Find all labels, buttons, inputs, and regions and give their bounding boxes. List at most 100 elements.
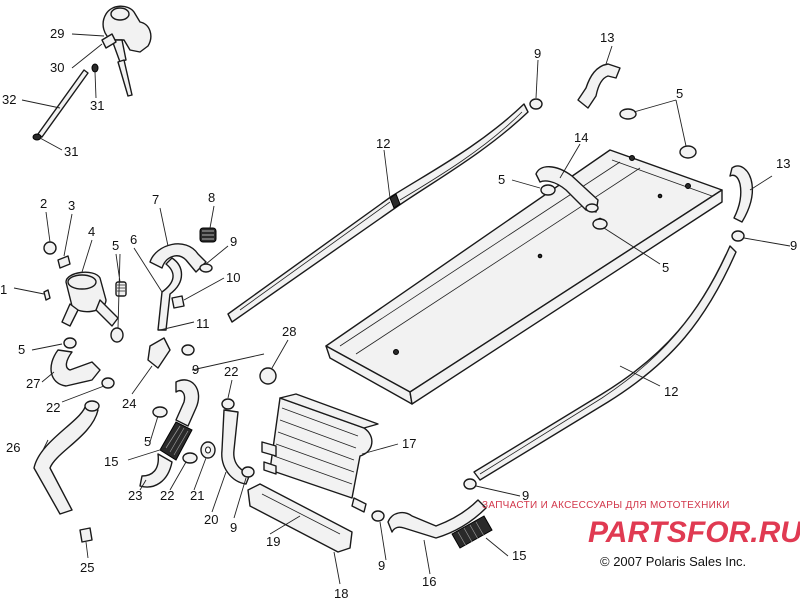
clamp-5-center-b (592, 218, 608, 230)
callout-24: 24 (122, 396, 136, 411)
callout-30: 30 (50, 60, 64, 75)
hose-16 (387, 499, 487, 539)
clamp-5-right-b (679, 145, 697, 159)
hose-27 (50, 349, 101, 387)
callout-20: 20 (204, 512, 218, 527)
callout-31: 31 (64, 144, 78, 159)
clamp-5-lower (63, 337, 77, 349)
callout-18: 18 (334, 586, 348, 601)
callout-9: 9 (522, 488, 529, 503)
clamp-9-lower-right (463, 478, 477, 490)
tunnel-panel (325, 149, 723, 405)
callout-3: 3 (68, 198, 75, 213)
callout-19: 19 (266, 534, 280, 549)
callout-17: 17 (402, 436, 416, 451)
spring-8 (199, 227, 217, 243)
cooler-12-upper (227, 103, 529, 323)
clamp-9-top (529, 98, 543, 110)
callout-2: 2 (40, 196, 47, 211)
clamp-9-right (731, 230, 745, 242)
callout-22: 22 (160, 488, 174, 503)
watermark-brand: PARTSFOR.RU (588, 516, 800, 549)
callout-8: 8 (208, 190, 215, 205)
watermark-tagline: ЗАПЧАСТИ И АКСЕССУАРЫ ДЛЯ МОТОТЕХНИКИ (482, 500, 730, 511)
callout-32: 32 (2, 92, 16, 107)
callout-11: 11 (196, 316, 210, 331)
clamp-22-right (221, 398, 235, 410)
cap-28 (259, 367, 277, 385)
clamp-31-bottom (32, 133, 42, 141)
spring-clamp-5-left (115, 281, 127, 297)
callout-5: 5 (112, 238, 119, 253)
callout-27: 27 (26, 376, 40, 391)
clamp-25 (79, 527, 93, 543)
callout-9: 9 (378, 558, 385, 573)
hose-elbow-5c (175, 379, 200, 427)
clamp-9-mid (181, 344, 195, 356)
leader-lines (13, 33, 791, 585)
callout-labels: 29 30 31 32 31 2 3 4 1 5 6 7 8 9 10 11 5… (0, 26, 797, 601)
callout-28: 28 (282, 324, 296, 339)
callout-21: 21 (190, 488, 204, 503)
callout-12: 12 (376, 136, 390, 151)
callout-31: 31 (90, 98, 104, 113)
callout-12: 12 (664, 384, 678, 399)
callout-13: 13 (776, 156, 790, 171)
callout-26: 26 (6, 440, 20, 455)
clamp-5-mid (152, 406, 168, 418)
callout-25: 25 (80, 560, 94, 575)
callout-5: 5 (498, 172, 505, 187)
hose-26 (33, 403, 99, 515)
clamp-22-left (101, 377, 115, 389)
callout-9: 9 (230, 234, 237, 249)
callout-16: 16 (422, 574, 436, 589)
callout-5: 5 (676, 86, 683, 101)
thermostat-housing-4 (61, 271, 119, 327)
callout-5: 5 (18, 342, 25, 357)
callout-15: 15 (104, 454, 118, 469)
hose-13-top (577, 63, 621, 109)
fitting-30 (101, 33, 117, 49)
callout-9: 9 (192, 362, 199, 377)
clamp-9-center (371, 510, 385, 522)
bleeder-housing-29 (102, 5, 152, 97)
callout-9: 9 (534, 46, 541, 61)
watermark: ЗАПЧАСТИ И АКСЕССУАРЫ ДЛЯ МОТОТЕХНИКИ PA… (482, 500, 800, 549)
hose-23 (139, 453, 173, 488)
callout-22: 22 (46, 400, 60, 415)
bellows-hose-15-right (451, 515, 493, 549)
clamp-5-right-a (619, 108, 637, 120)
hose-32 (37, 69, 89, 138)
callout-10: 10 (226, 270, 240, 285)
callout-9: 9 (790, 238, 797, 253)
bracket-19 (247, 483, 353, 553)
clamp-22-lower (182, 452, 198, 464)
hose-13-right (729, 165, 754, 223)
hose-6 (157, 257, 183, 331)
elbow-24 (147, 337, 171, 369)
callout-5: 5 (144, 434, 151, 449)
callout-1: 1 (0, 282, 7, 297)
callout-22: 22 (224, 364, 238, 379)
callout-13: 13 (600, 30, 614, 45)
callout-6: 6 (130, 232, 137, 247)
clamp-9-low (241, 466, 255, 478)
copyright-notice: © 2007 Polaris Sales Inc. (600, 554, 746, 569)
callout-29: 29 (50, 26, 64, 41)
clamp-5-ring (110, 327, 124, 343)
callout-14: 14 (574, 130, 588, 145)
callout-9: 9 (230, 520, 237, 535)
cap-2 (43, 241, 57, 255)
screw-1 (43, 289, 51, 301)
clamp-31-top (91, 63, 99, 73)
heat-exchanger-17 (261, 393, 379, 513)
clamp-5-center-a (540, 184, 556, 196)
clamp-9-upper (199, 263, 213, 273)
callout-15: 15 (512, 548, 526, 563)
bellows-hose-15-left (159, 421, 193, 461)
gasket-3 (57, 255, 71, 269)
callout-23: 23 (128, 488, 142, 503)
callout-7: 7 (152, 192, 159, 207)
callout-5: 5 (662, 260, 669, 275)
